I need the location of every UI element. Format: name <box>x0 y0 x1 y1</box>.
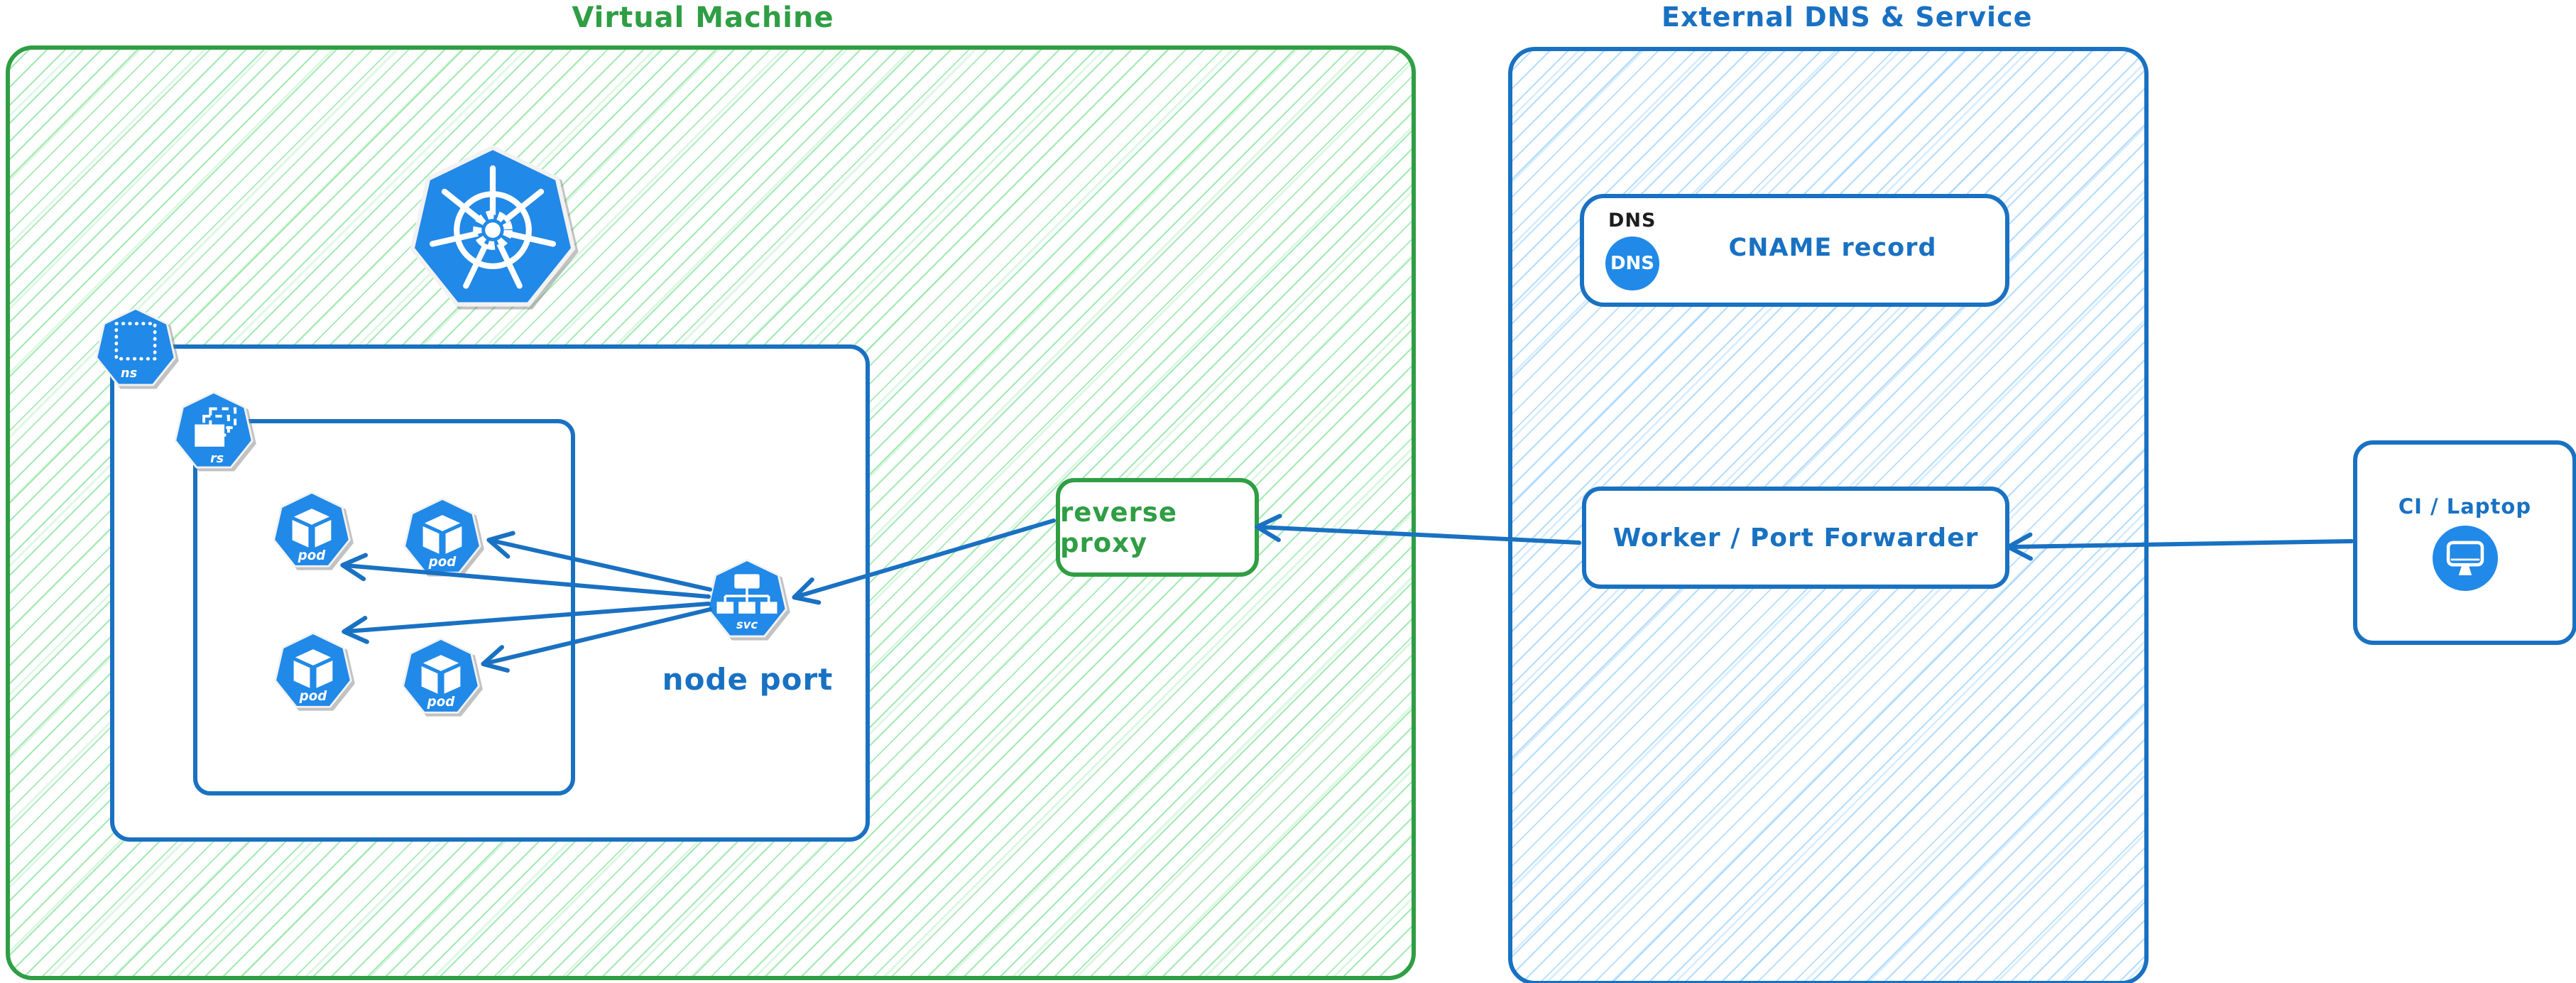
reverse-proxy-label: reverse proxy <box>1060 496 1177 558</box>
worker-port-forwarder-box: Worker / Port Forwarder <box>1582 487 2009 589</box>
ci-laptop-label: CI / Laptop <box>2398 494 2532 518</box>
pod-label: pod <box>299 689 328 704</box>
ns-label: ns <box>121 366 137 381</box>
rs-dashed-rect <box>202 414 230 437</box>
dns-icon: DNS <box>1605 237 1659 290</box>
external-dns-title: External DNS & Service <box>1661 1 2033 33</box>
dns-record-box: DNS DNS CNAME record <box>1580 194 2009 307</box>
node-port-label: node port <box>662 662 834 697</box>
ci-laptop-box: CI / Laptop <box>2353 440 2576 645</box>
pod-label: pod <box>427 695 456 710</box>
monitor-icon <box>2433 526 2498 591</box>
replicaset-icon: rs <box>174 391 253 469</box>
worker-port-forwarder-label: Worker / Port Forwarder <box>1612 523 1979 553</box>
pod-icon: pod <box>273 491 351 567</box>
pod-icon: pod <box>274 631 352 708</box>
pod-icon: pod <box>403 497 481 574</box>
namespace-icon: ns <box>95 307 176 386</box>
pod-label: pod <box>428 555 457 570</box>
pod-icon: pod <box>402 637 480 714</box>
ns-dotted-square <box>114 322 157 361</box>
cname-record-label: CNAME record <box>1728 234 1937 262</box>
reverse-proxy-box: reverse proxy <box>1056 478 1259 577</box>
replicaset-box <box>193 419 575 795</box>
dns-tag-label: DNS <box>1608 210 1657 232</box>
svc-label: svc <box>736 618 758 631</box>
kubernetes-logo-icon <box>410 145 576 307</box>
vm-title: Virtual Machine <box>572 1 834 34</box>
rs-solid-rect <box>195 424 225 447</box>
service-icon: svc <box>706 558 787 638</box>
rs-label: rs <box>210 452 224 466</box>
rs-dashed-rect <box>209 407 237 430</box>
pod-label: pod <box>298 548 327 563</box>
